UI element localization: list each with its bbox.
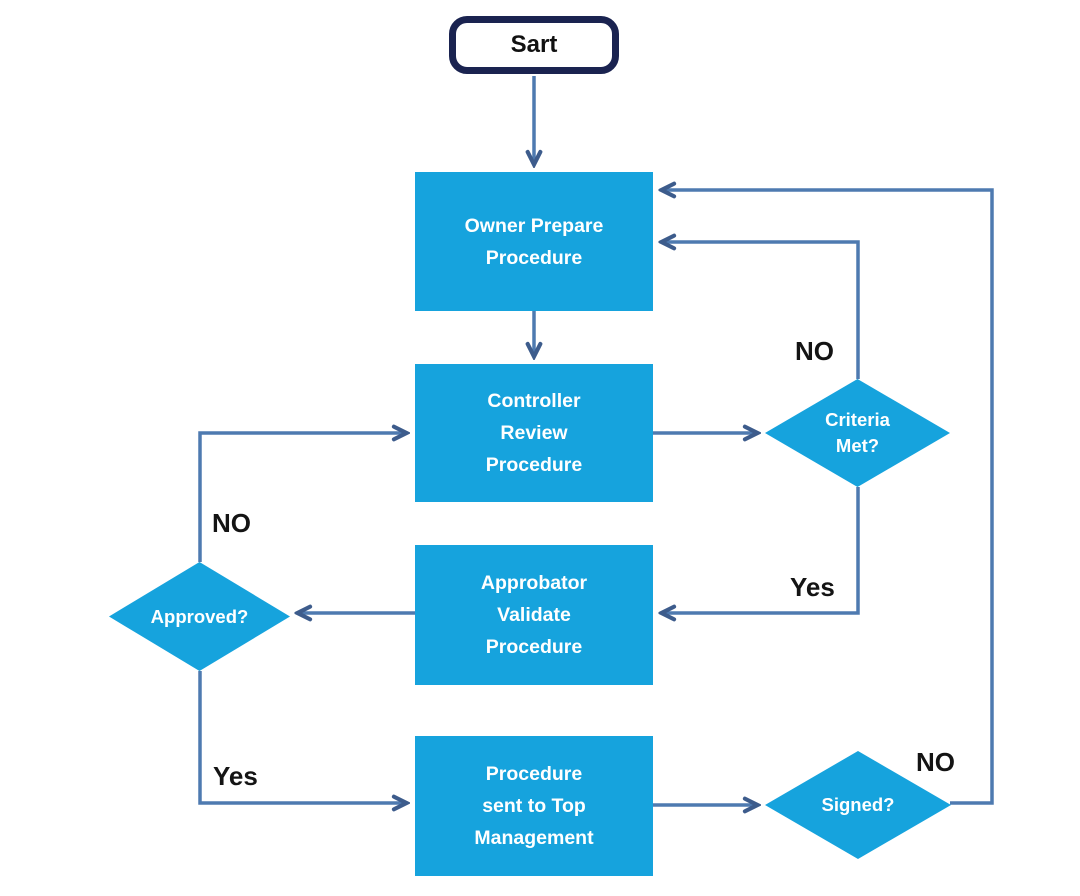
edge-label-criteria-yes: Yes [790, 572, 835, 602]
decision-criteria-met: Criteria Met? [765, 379, 950, 487]
start-node: Sart [449, 16, 619, 74]
process-node-approbator-validate: Approbator Validate Procedure [415, 545, 653, 685]
decision-text-line: Approved? [150, 605, 249, 627]
edge-label-approved-yes: Yes [213, 761, 258, 791]
edge-label-approved-no: NO [212, 508, 251, 538]
edge-approved-no-to-controller [198, 433, 405, 562]
decision-text-line: Criteria [825, 409, 890, 430]
node-text-line: Procedure [485, 763, 583, 785]
decision-text-line: Signed? [821, 794, 895, 815]
edge-label-criteria-no: NO [795, 336, 834, 366]
node-text-line: sent to Top [482, 795, 586, 817]
decision-text-line: Met? [835, 435, 880, 456]
node-text-line: Validate [497, 604, 571, 626]
start-label: Sart [510, 31, 558, 58]
node-text-line: Controller [487, 390, 581, 412]
process-node-top-management: Procedure sent to Top Management [415, 736, 653, 876]
node-text-line: Procedure [485, 454, 583, 476]
node-text-line: Procedure [485, 636, 583, 658]
decision-approved: Approved? [109, 562, 290, 671]
edge-label-signed-no: NO [916, 747, 955, 777]
process-node-controller-review: Controller Review Procedure [415, 364, 653, 502]
node-text-line: Procedure [485, 246, 583, 269]
process-node-owner-prepare: Owner Prepare Procedure [415, 172, 653, 311]
edge-signed-no-to-owner [663, 190, 994, 805]
node-text-line: Approbator [480, 572, 588, 594]
node-text-line: Owner Prepare [464, 214, 604, 237]
node-text-line: Management [474, 827, 594, 849]
node-text-line: Review [500, 422, 568, 444]
